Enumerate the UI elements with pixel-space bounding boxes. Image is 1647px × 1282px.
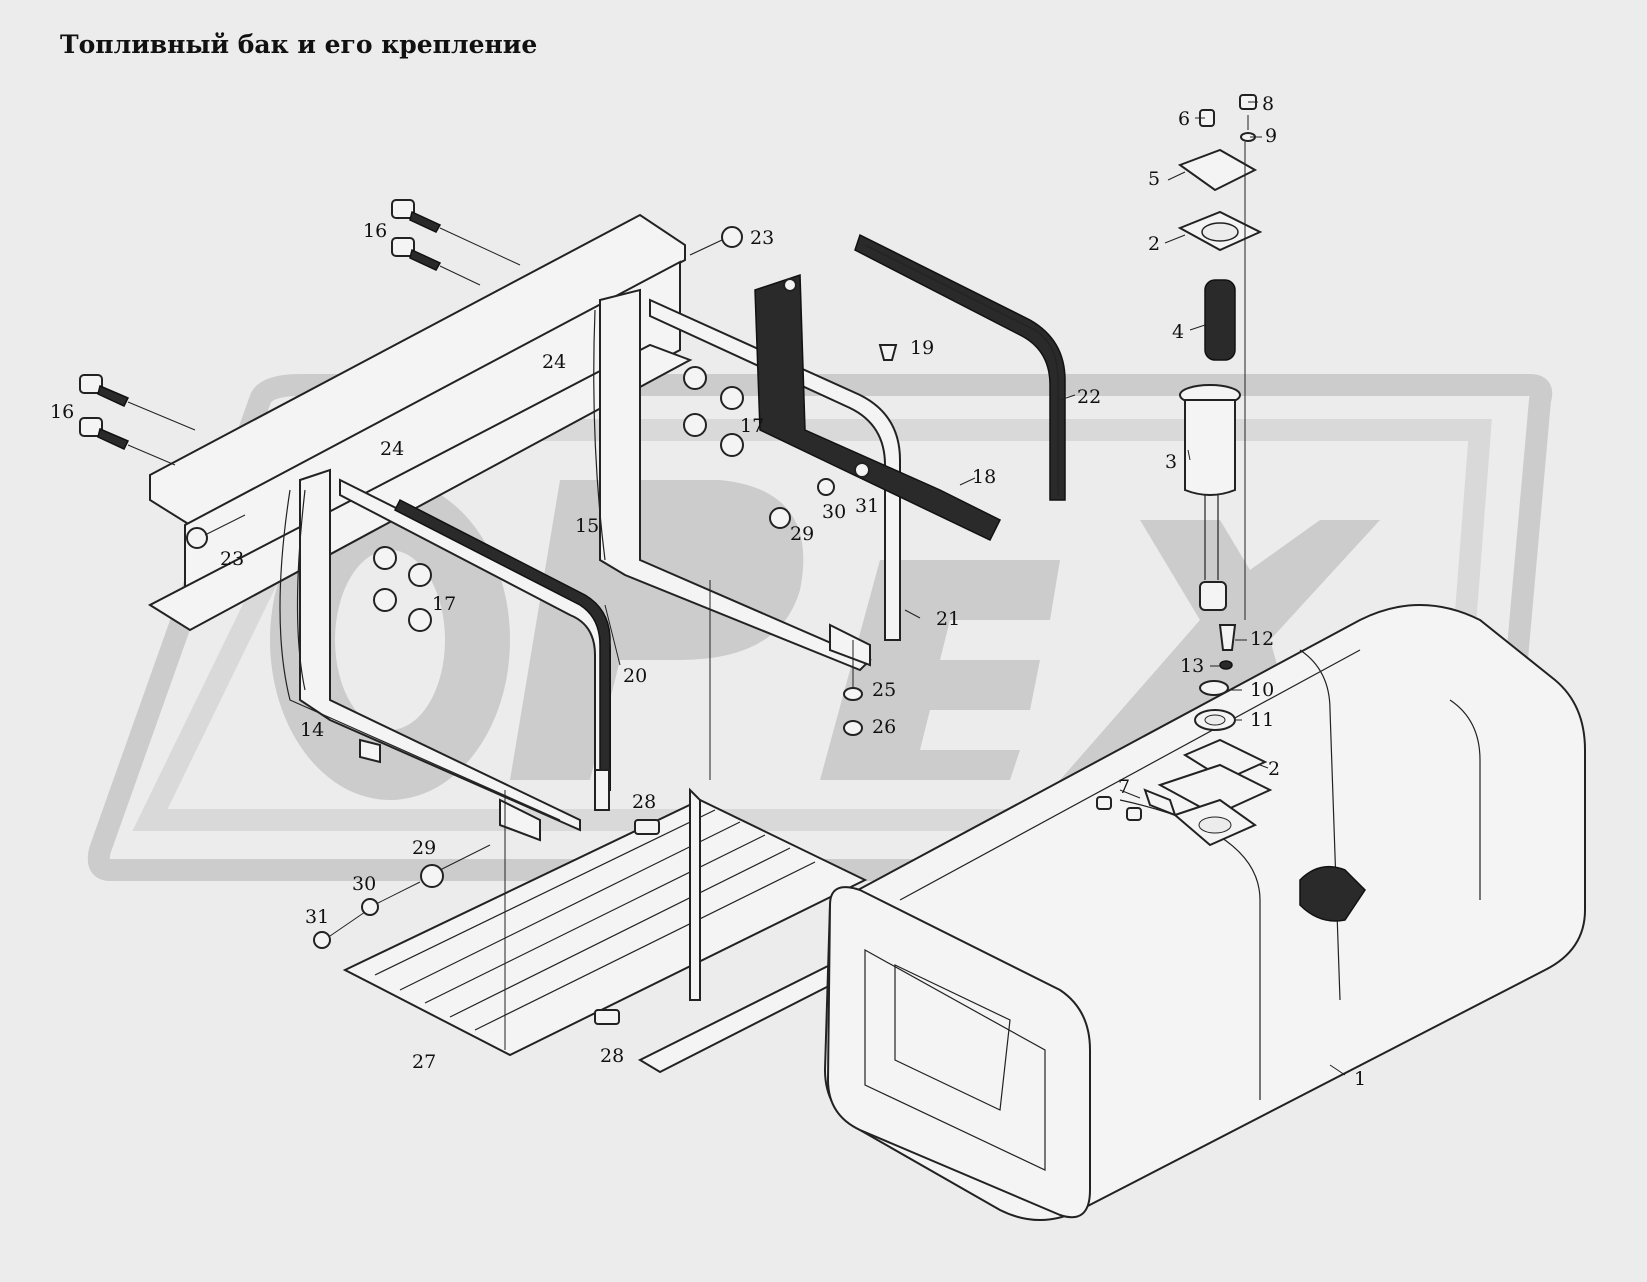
callout-29: 29 bbox=[412, 837, 436, 859]
callout-23: 23 bbox=[220, 548, 244, 570]
bracket-15 bbox=[593, 288, 901, 672]
callout-6: 6 bbox=[1178, 108, 1190, 130]
fuel-sender-assembly bbox=[1096, 94, 1273, 847]
callout-25: 25 bbox=[872, 679, 896, 701]
callout-2: 2 bbox=[1268, 758, 1280, 780]
callout-24: 24 bbox=[380, 438, 404, 460]
page-title: Топливный бак и его крепление bbox=[60, 30, 538, 59]
strap-22 bbox=[854, 233, 1066, 501]
watermark-letter-x bbox=[1060, 520, 1380, 780]
callout-26: 26 bbox=[872, 716, 896, 738]
callout-10: 10 bbox=[1250, 679, 1274, 701]
bolt-23 bbox=[204, 226, 743, 536]
rubber-pad-18 bbox=[754, 273, 1002, 541]
callout-5: 5 bbox=[1148, 168, 1160, 190]
callout-7: 7 bbox=[1118, 776, 1130, 798]
callout-labels: 1 2 2 3 4 5 6 7 8 9 10 11 12 13 14 15 16… bbox=[50, 93, 1366, 1090]
watermark-letter-p bbox=[510, 480, 804, 780]
bolt-16-lower bbox=[79, 374, 196, 466]
callout-28: 28 bbox=[632, 791, 656, 813]
callout-31: 31 bbox=[305, 906, 329, 928]
callout-16: 16 bbox=[50, 401, 74, 423]
callout-12: 12 bbox=[1250, 628, 1274, 650]
callout-16: 16 bbox=[363, 220, 387, 242]
callout-19: 19 bbox=[910, 337, 934, 359]
callout-1: 1 bbox=[1354, 1068, 1366, 1090]
callout-4: 4 bbox=[1172, 321, 1184, 343]
callout-17: 17 bbox=[740, 415, 764, 437]
callout-31: 31 bbox=[855, 495, 879, 517]
bolt-16-upper bbox=[391, 199, 521, 286]
callout-15: 15 bbox=[575, 515, 599, 537]
callout-20: 20 bbox=[623, 665, 647, 687]
callout-23: 23 bbox=[750, 227, 774, 249]
callout-13: 13 bbox=[1180, 655, 1204, 677]
callout-30: 30 bbox=[822, 501, 846, 523]
callout-11: 11 bbox=[1250, 709, 1274, 731]
callout-17: 17 bbox=[432, 593, 456, 615]
callout-21: 21 bbox=[936, 608, 960, 630]
callout-29: 29 bbox=[790, 523, 814, 545]
callout-30: 30 bbox=[352, 873, 376, 895]
leader-lines bbox=[604, 101, 1346, 1076]
callout-22: 22 bbox=[1077, 386, 1101, 408]
callout-14: 14 bbox=[300, 719, 324, 741]
callout-24: 24 bbox=[542, 351, 566, 373]
callout-28: 28 bbox=[600, 1045, 624, 1067]
callout-18: 18 bbox=[972, 466, 996, 488]
fuel-tank-1 bbox=[823, 604, 1586, 1221]
step-27 bbox=[342, 580, 873, 1074]
strap-20 bbox=[393, 498, 611, 811]
callout-27: 27 bbox=[412, 1051, 436, 1073]
callout-8: 8 bbox=[1262, 93, 1274, 115]
small-fasteners bbox=[313, 344, 898, 949]
watermark-letter-e bbox=[820, 560, 1060, 780]
callout-2: 2 bbox=[1148, 233, 1160, 255]
callout-9: 9 bbox=[1265, 125, 1277, 147]
callout-3: 3 bbox=[1165, 451, 1177, 473]
